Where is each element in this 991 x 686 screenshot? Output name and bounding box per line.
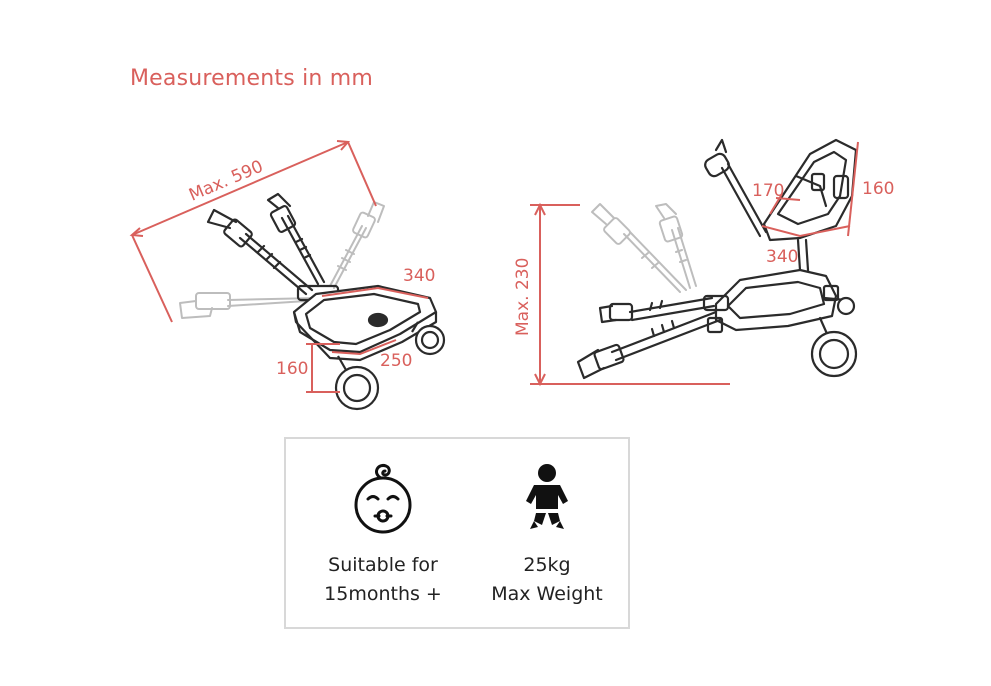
- page-title: Measurements in mm: [130, 66, 374, 91]
- info-box: Suitable for 15months + 25kg Max Weight: [284, 437, 630, 629]
- right-ghost-arms: [591, 203, 697, 293]
- left-depth-label: 250: [380, 351, 412, 371]
- right-board: [576, 268, 858, 380]
- weight-line-2: Max Weight: [491, 583, 603, 605]
- weight-line-1: 25kg: [523, 554, 571, 576]
- age-line-1: Suitable for: [328, 554, 438, 576]
- left-handle-arms: [206, 192, 340, 302]
- right-max-height-label: Max. 230: [513, 258, 533, 336]
- age-info: Suitable for 15months +: [298, 459, 468, 609]
- left-width-accent: [321, 286, 429, 299]
- right-dimension-lines: [530, 141, 859, 387]
- left-depth-accent: [331, 339, 397, 356]
- left-board: [292, 284, 446, 411]
- left-board-view: Max. 590 340 250 160: [129, 140, 446, 411]
- baby-face-icon: [354, 463, 412, 534]
- right-seat-width-label: 170: [752, 181, 784, 201]
- toddler-icon: [526, 464, 568, 529]
- left-ghost-arms: [179, 201, 385, 319]
- right-seat-accent: [761, 225, 851, 238]
- left-dimension-lines: [129, 140, 377, 393]
- left-max-length-label: Max. 590: [186, 157, 266, 206]
- right-seat-height-label: 160: [862, 179, 894, 199]
- right-board-width-label: 340: [766, 247, 798, 267]
- left-height-label: 160: [276, 359, 308, 379]
- weight-info: 25kg Max Weight: [462, 459, 632, 609]
- left-width-label: 340: [403, 266, 435, 286]
- age-line-2: 15months +: [324, 583, 442, 605]
- right-board-seat-view: Max. 230 170 160 340: [513, 138, 894, 387]
